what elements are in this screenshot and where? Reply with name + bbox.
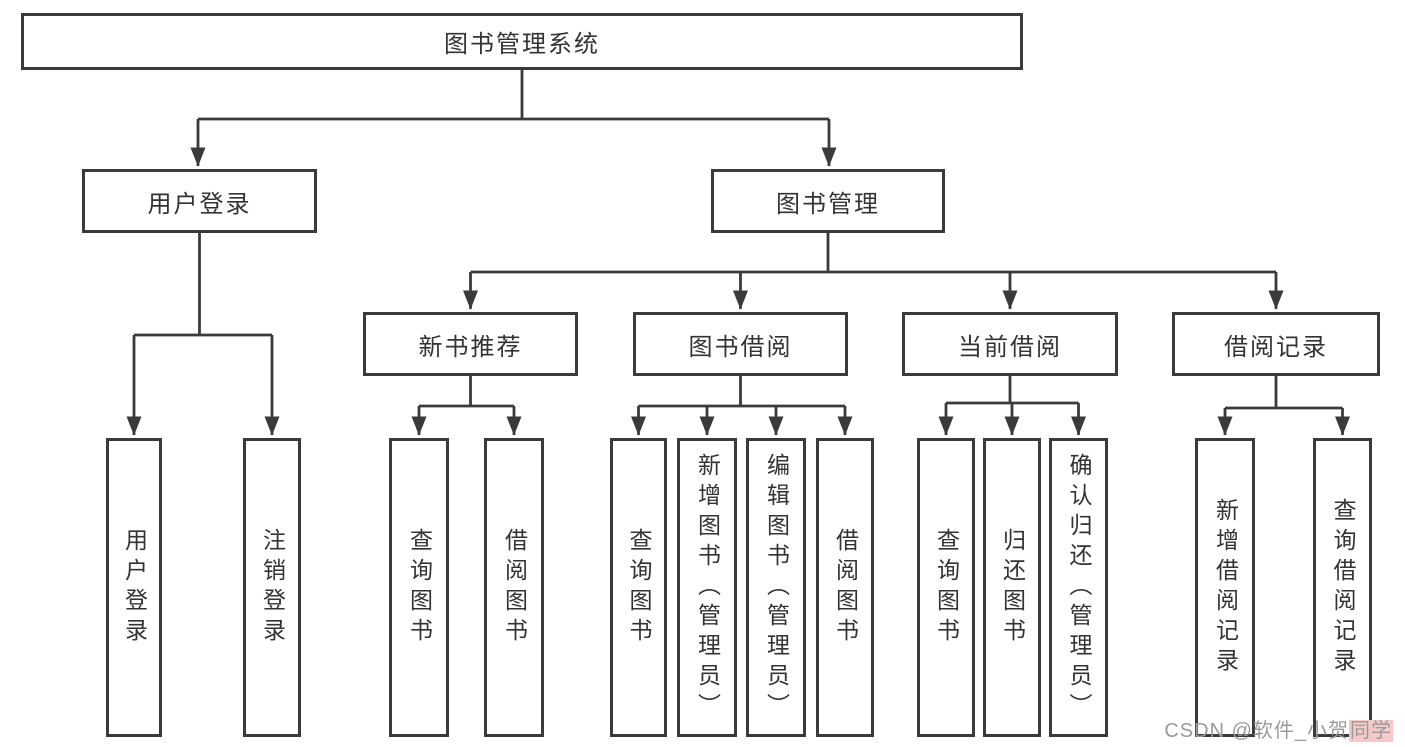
node-label: 查询图书	[933, 527, 960, 648]
watermark-highlight: 同学	[1349, 720, 1393, 742]
node-label: 编辑图书（管理员）	[763, 452, 790, 723]
node-label: 图书借阅	[688, 333, 793, 361]
node-query-books-current: 查询图书	[917, 438, 975, 737]
node-label: 查询图书	[406, 527, 433, 648]
node-label: 新增图书（管理员）	[694, 452, 721, 723]
node-label: 当前借阅	[958, 333, 1062, 361]
node-query-books-borrow: 查询图书	[610, 438, 667, 737]
node-book-management: 图书管理	[711, 169, 945, 233]
watermark-text: CSDN @软件_小贺	[1164, 720, 1349, 742]
node-label: 借阅记录	[1224, 333, 1328, 361]
node-label: 查询借阅记录	[1330, 497, 1356, 678]
watermark: CSDN @软件_小贺同学	[1164, 714, 1393, 743]
node-label: 归还图书	[999, 527, 1026, 648]
node-confirm-return-admin: 确认归还（管理员）	[1049, 438, 1108, 737]
node-query-books-rec: 查询图书	[389, 438, 449, 737]
node-label: 借阅图书	[832, 527, 859, 648]
node-add-borrow-record: 新增借阅记录	[1195, 438, 1255, 737]
node-label: 图书管理	[776, 190, 880, 218]
node-borrow-books-rec: 借阅图书	[484, 438, 544, 737]
node-label: 注销登录	[259, 527, 286, 648]
node-new-book-recommendation: 新书推荐	[363, 312, 578, 376]
node-label: 图书管理系统	[444, 31, 600, 58]
node-label: 确认归还（管理员）	[1066, 452, 1092, 723]
node-label: 用户登录	[121, 527, 148, 648]
node-leaf-logout: 注销登录	[243, 438, 301, 737]
node-library-management-system: 图书管理系统	[21, 13, 1023, 70]
node-leaf-user-login: 用户登录	[106, 438, 162, 737]
node-borrowing-records: 借阅记录	[1172, 312, 1380, 376]
node-label: 用户登录	[147, 190, 252, 218]
node-return-book: 归还图书	[983, 438, 1041, 737]
node-user-login: 用户登录	[82, 169, 317, 233]
node-borrow-books-borrow: 借阅图书	[816, 438, 874, 737]
node-query-borrow-record: 查询借阅记录	[1313, 438, 1372, 737]
node-current-borrowing: 当前借阅	[902, 312, 1118, 376]
node-book-borrowing: 图书借阅	[633, 312, 848, 376]
node-add-book-admin: 新增图书（管理员）	[677, 438, 737, 737]
node-edit-book-admin: 编辑图书（管理员）	[746, 438, 806, 737]
node-label: 新书推荐	[418, 333, 523, 361]
node-label: 新增借阅记录	[1212, 497, 1239, 678]
node-label: 查询图书	[626, 527, 652, 648]
node-label: 借阅图书	[501, 527, 528, 648]
